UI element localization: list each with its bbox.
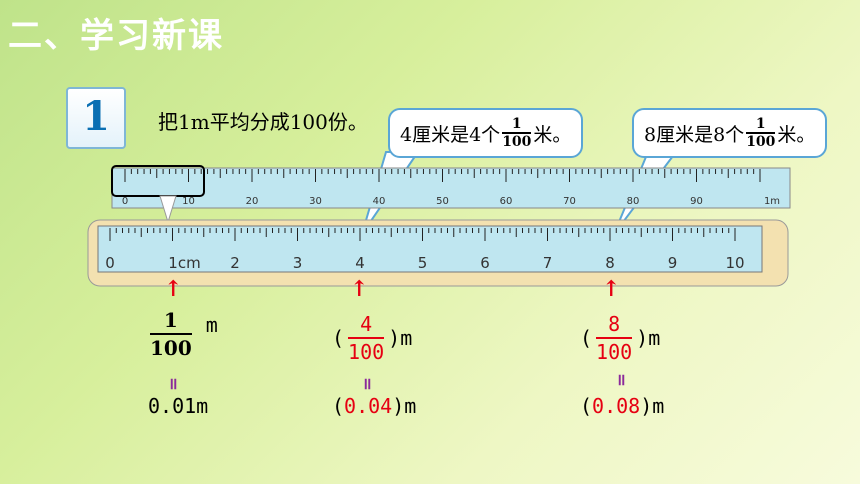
- ruler-label: 6: [480, 254, 490, 272]
- ruler-label: 10: [725, 254, 744, 272]
- speech-bubble-4cm: 4厘米是4个 1 100 米。: [388, 108, 584, 158]
- ruler-label: 9: [668, 254, 678, 272]
- value-4cm-fraction: ( 4 100 )m: [332, 312, 412, 364]
- open-paren: (: [580, 394, 593, 418]
- section-title: 二、学习新课: [8, 16, 224, 56]
- intro-text: 把1m平均分成100份。: [158, 110, 368, 134]
- zoom-pointer: [159, 195, 177, 224]
- example-number-badge: 1: [66, 87, 126, 149]
- decimal-answer: 0.04: [344, 394, 393, 418]
- ruler-label: 8: [605, 254, 615, 272]
- top-ruler-labels: 0 10 20 30 40 50 60 70 80 90 1m: [122, 196, 780, 207]
- numerator: 4: [360, 312, 373, 336]
- open-paren: (: [332, 326, 345, 350]
- numerator: 1: [163, 308, 178, 332]
- top-ruler: [111, 167, 791, 209]
- ruler-label: 4: [355, 254, 365, 272]
- arrow-8cm: ↑: [602, 276, 621, 302]
- ruler-label: 70: [563, 196, 576, 207]
- value-4cm-decimal: (0.04)m: [332, 394, 416, 418]
- equals-sign: ॥: [362, 374, 372, 393]
- denominator: 100: [746, 134, 776, 150]
- ruler-label: 0: [105, 254, 115, 272]
- numerator: 1: [511, 116, 522, 132]
- numerator: 1: [755, 116, 766, 132]
- ruler-label: 3: [293, 254, 303, 272]
- close-paren-unit: )m: [392, 394, 417, 418]
- denominator: 100: [502, 134, 532, 150]
- close-paren-unit: )m: [388, 326, 413, 350]
- ruler-label: 2: [230, 254, 240, 272]
- ruler-label: 40: [373, 196, 386, 207]
- ruler-label: 1m: [764, 196, 780, 207]
- open-paren: (: [580, 326, 593, 350]
- ruler-label: 20: [246, 196, 259, 207]
- open-paren: (: [332, 394, 345, 418]
- value-8cm-decimal: (0.08)m: [580, 394, 664, 418]
- fraction: 1 100: [746, 116, 776, 150]
- fraction: 4 100: [348, 312, 385, 364]
- unit: m: [205, 313, 218, 337]
- equals-sign: ॥: [168, 374, 178, 393]
- close-paren-unit: )m: [636, 326, 661, 350]
- fraction: 8 100: [596, 312, 633, 364]
- bubble-text: 4厘米是4个: [400, 123, 501, 146]
- bubble-text-end: 米。: [777, 123, 816, 146]
- value-1cm-fraction: 1 100 m: [150, 308, 218, 360]
- equals-sign: ॥: [616, 370, 626, 389]
- zoomed-ruler-ticks: [109, 228, 736, 241]
- ruler-label: 10: [182, 196, 195, 207]
- value-1cm-decimal: 0.01m: [148, 394, 209, 418]
- ruler-label: 5: [418, 254, 428, 272]
- speech-bubble-8cm: 8厘米是8个 1 100 米。: [632, 108, 828, 158]
- zoomed-ruler-labels: 0 1cm 2 3 4 5 6 7 8 9 10: [105, 254, 744, 272]
- bubble-text: 8厘米是8个: [644, 123, 745, 146]
- arrow-4cm: ↑: [350, 276, 369, 302]
- arrow-1cm: ↑: [164, 276, 183, 302]
- zoomed-ruler: [97, 225, 763, 273]
- value-8cm-fraction: ( 8 100 )m: [580, 312, 660, 364]
- fraction: 1 100: [150, 308, 192, 360]
- numerator: 8: [608, 312, 621, 336]
- denominator: 100: [150, 336, 192, 360]
- ruler-label: 90: [690, 196, 703, 207]
- ruler-label: 30: [309, 196, 322, 207]
- ruler-label: 60: [500, 196, 513, 207]
- close-paren-unit: )m: [640, 394, 665, 418]
- zoom-box: [111, 165, 205, 197]
- bubble-text-end: 米。: [533, 123, 572, 146]
- badge-number: 1: [82, 93, 110, 140]
- fraction: 1 100: [502, 116, 532, 150]
- ruler-label: 0: [122, 196, 128, 207]
- ruler-label: 1cm: [168, 254, 200, 272]
- ruler-label: 50: [436, 196, 449, 207]
- decimal-answer: 0.08: [592, 394, 641, 418]
- top-ruler-ticks: [124, 169, 761, 182]
- ruler-label: 7: [543, 254, 553, 272]
- denominator: 100: [348, 340, 385, 364]
- denominator: 100: [596, 340, 633, 364]
- ruler-label: 80: [627, 196, 640, 207]
